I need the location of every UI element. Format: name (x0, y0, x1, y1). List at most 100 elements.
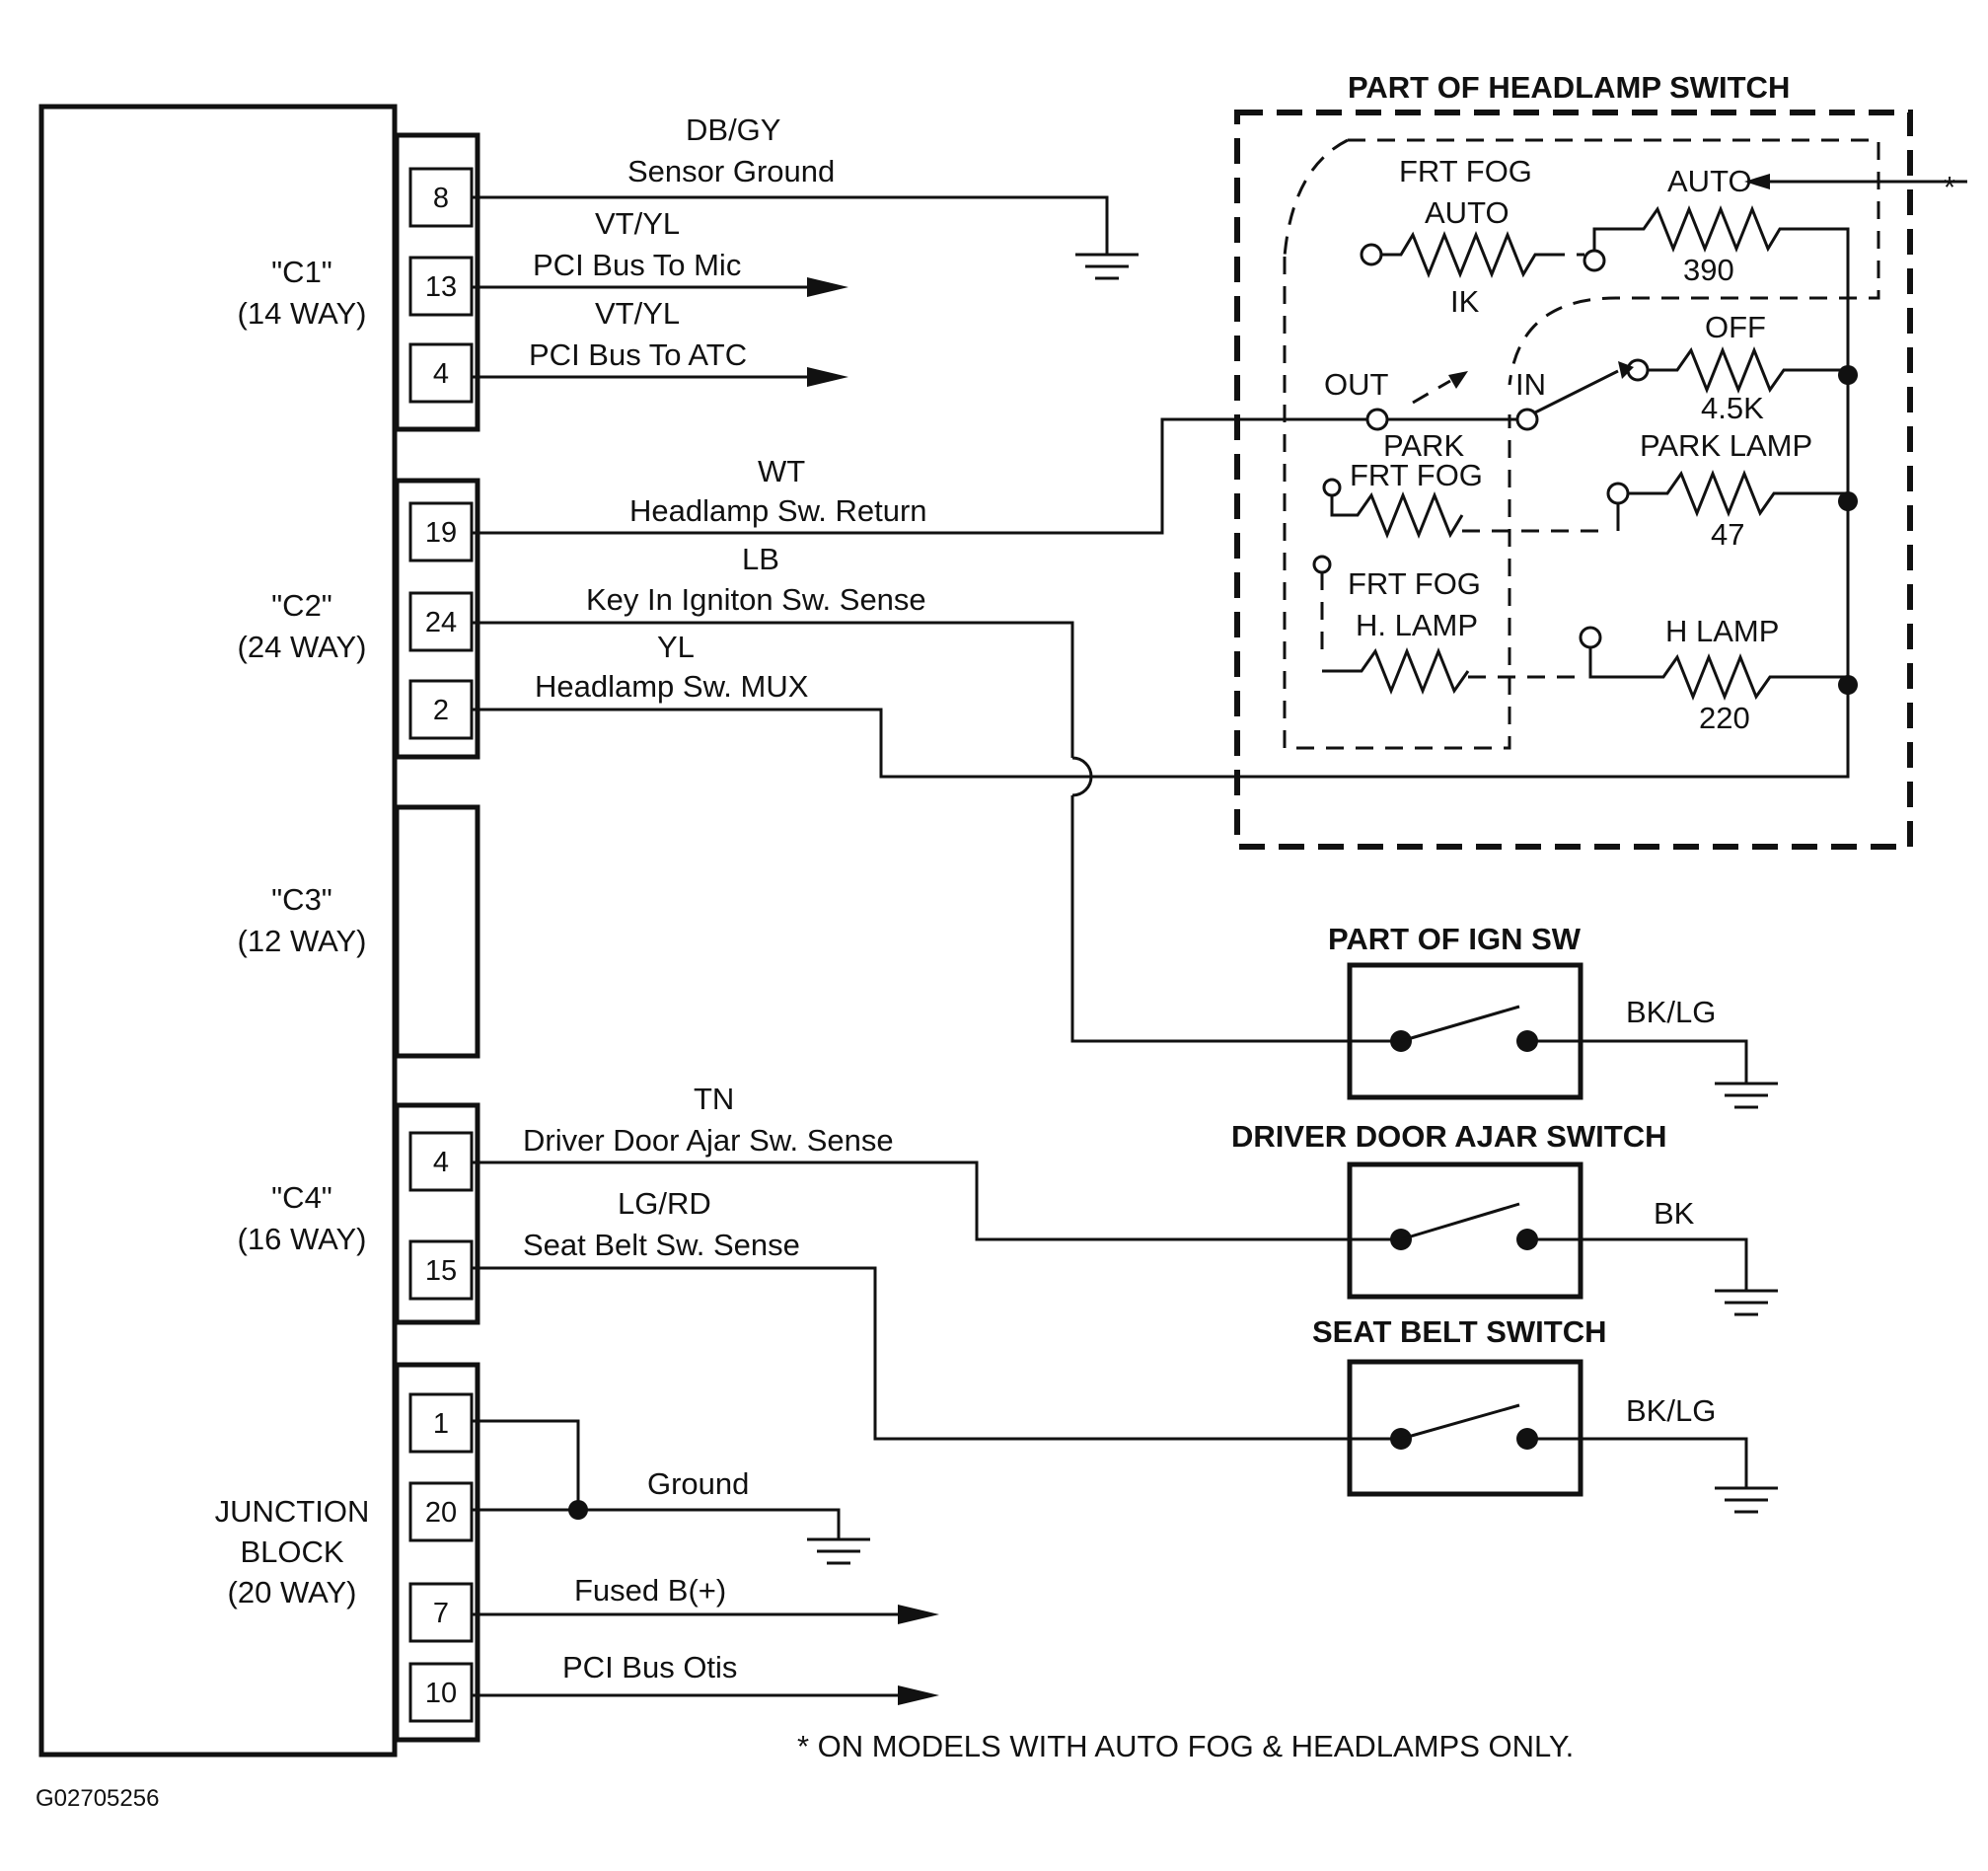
door-ajar-switch: DRIVER DOOR AJAR SWITCH BK (1231, 1119, 1778, 1316)
wire-key-in-sense: LB Key In Igniton Sw. Sense (472, 542, 1401, 1043)
r45k-label: 4.5K (1701, 391, 1764, 425)
auto-label: AUTO (1667, 164, 1752, 198)
footnote: * ON MODELS WITH AUTO FOG & HEADLAMPS ON… (797, 1729, 1574, 1763)
wire-pci-mic-desc: PCI Bus To Mic (533, 248, 741, 282)
pin-1: 1 (408, 1392, 474, 1454)
figure-id: G02705256 (36, 1785, 159, 1812)
pin-2: 2 (408, 679, 474, 740)
r220-label: 220 (1699, 701, 1750, 735)
pin-19-label: 19 (425, 517, 457, 549)
h-lamp-label: H LAMP (1665, 614, 1779, 648)
connector-c4-name: "C4" (271, 1180, 332, 1215)
wire-pci-otis-desc: PCI Bus Otis (562, 1650, 737, 1684)
park-lamp-label: PARK LAMP (1640, 428, 1812, 463)
wire-pci-atc-color: VT/YL (595, 296, 680, 331)
door-ajar-switch-wire: BK (1654, 1196, 1695, 1231)
ignition-switch-title: PART OF IGN SW (1328, 922, 1582, 956)
pin-4-c1-label: 4 (433, 358, 449, 390)
wire-sensor-ground-color: DB/GY (686, 112, 780, 147)
ignition-switch-wire: BK/LG (1626, 995, 1716, 1029)
connector-c2-housing (394, 478, 480, 760)
pin-4-c1: 4 (408, 342, 474, 404)
wire-key-in-sense-desc: Key In Igniton Sw. Sense (586, 582, 926, 617)
wire-sensor-ground-desc: Sensor Ground (627, 154, 835, 188)
wire-pci-mic-color: VT/YL (595, 206, 680, 241)
connector-c2-ways: (24 WAY) (238, 630, 367, 664)
connector-jb-name: JUNCTION (215, 1494, 370, 1529)
pin-20: 20 (408, 1481, 474, 1542)
connector-jb-name2: BLOCK (240, 1534, 343, 1569)
wire-door-ajar-desc: Driver Door Ajar Sw. Sense (523, 1123, 894, 1158)
pin-19: 19 (408, 501, 474, 562)
pin-4-c4-label: 4 (433, 1147, 449, 1178)
connector-jb-housing (394, 1362, 480, 1743)
wire-pci-otis: PCI Bus Otis (472, 1650, 939, 1705)
wire-seat-belt-sense: LG/RD Seat Belt Sw. Sense (472, 1186, 1401, 1441)
wire-pci-mic: VT/YL PCI Bus To Mic (472, 206, 848, 297)
pin-2-label: 2 (433, 695, 449, 726)
wire-headlamp-mux-color: YL (657, 630, 695, 664)
frt-fog-auto-label: FRT FOG (1399, 154, 1532, 188)
connector-c1-ways: (14 WAY) (238, 296, 367, 331)
wire-ground: Ground (472, 1419, 870, 1565)
pin-24-label: 24 (425, 607, 457, 638)
ignition-switch: PART OF IGN SW BK/LG (1328, 922, 1778, 1109)
pin-8-label: 8 (433, 183, 449, 214)
wire-ground-desc: Ground (647, 1466, 749, 1501)
wire-fused-b-desc: Fused B(+) (574, 1573, 726, 1608)
seat-belt-switch-wire: BK/LG (1626, 1393, 1716, 1428)
r390-label: 390 (1683, 253, 1734, 287)
headlamp-switch: PART OF HEADLAMP SWITCH FRT FOG AUTO IK … (1234, 70, 1967, 850)
wire-headlamp-mux-desc: Headlamp Sw. MUX (535, 669, 809, 704)
frt-fog-auto-sub: AUTO (1425, 195, 1509, 230)
seat-belt-switch-title: SEAT BELT SWITCH (1312, 1314, 1607, 1349)
connector-jb-ways: (20 WAY) (228, 1575, 357, 1609)
pin-7-label: 7 (433, 1598, 449, 1629)
r47-label: 47 (1711, 517, 1744, 552)
wire-seat-belt-color: LG/RD (618, 1186, 711, 1221)
wire-fused-b: Fused B(+) (472, 1573, 939, 1624)
headlamp-switch-outline (1234, 110, 1913, 850)
pin-20-label: 20 (425, 1497, 457, 1529)
headlamp-switch-title: PART OF HEADLAMP SWITCH (1348, 70, 1790, 105)
connector-c3-name: "C3" (271, 882, 332, 917)
connector-c3-housing (394, 804, 480, 1059)
park-label: PARK (1383, 428, 1464, 463)
connector-c4-ways: (16 WAY) (238, 1222, 367, 1256)
seat-belt-switch: SEAT BELT SWITCH BK/LG (1312, 1314, 1778, 1514)
wire-headlamp-return-desc: Headlamp Sw. Return (629, 493, 927, 528)
wire-door-ajar-color: TN (694, 1082, 734, 1116)
pin-13-label: 13 (425, 271, 457, 303)
pin-7: 7 (408, 1582, 474, 1643)
in-label: IN (1515, 367, 1546, 402)
wire-headlamp-return-color: WT (758, 454, 805, 488)
connector-c4-housing (394, 1102, 480, 1325)
auto-star: * (1944, 170, 1955, 204)
off-label: OFF (1705, 310, 1766, 344)
wire-pci-atc-desc: PCI Bus To ATC (529, 337, 747, 372)
pin-1-label: 1 (433, 1408, 449, 1440)
pin-4-c4: 4 (408, 1131, 474, 1192)
pin-8: 8 (408, 167, 474, 228)
pin-10: 10 (408, 1662, 474, 1723)
wire-sensor-ground: DB/GY Sensor Ground (472, 112, 1139, 280)
pin-13: 13 (408, 256, 474, 317)
hlamp-sub-label: H. LAMP (1356, 608, 1478, 642)
wire-pci-atc: VT/YL PCI Bus To ATC (472, 296, 848, 387)
wire-headlamp-mux: YL Headlamp Sw. MUX (472, 630, 1850, 779)
pin-15-label: 15 (425, 1255, 457, 1287)
pin-24: 24 (408, 591, 474, 652)
frt-fog-hlamp-label: FRT FOG (1348, 566, 1481, 601)
pin-10-label: 10 (425, 1678, 457, 1709)
frt-fog-park-label: FRT FOG (1350, 458, 1483, 492)
connector-c2-name: "C2" (271, 588, 332, 623)
wire-key-in-sense-color: LB (742, 542, 779, 576)
wire-headlamp-return: WT Headlamp Sw. Return (472, 417, 1381, 535)
out-label: OUT (1324, 367, 1389, 402)
wire-door-ajar-sense: TN Driver Door Ajar Sw. Sense (472, 1082, 1401, 1241)
ik-label: IK (1450, 284, 1480, 319)
connector-c3-ways: (12 WAY) (238, 924, 367, 958)
wire-seat-belt-desc: Seat Belt Sw. Sense (523, 1228, 800, 1262)
door-ajar-switch-title: DRIVER DOOR AJAR SWITCH (1231, 1119, 1666, 1154)
